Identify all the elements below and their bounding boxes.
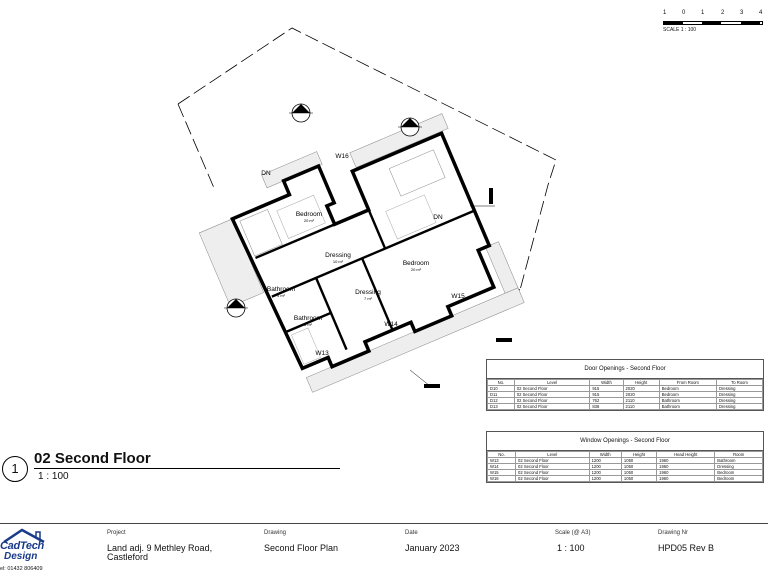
cell: 1200: [588, 475, 622, 482]
date-label: Date: [405, 530, 418, 536]
cell: Bathroom: [658, 403, 717, 410]
scale-number: 4: [759, 10, 763, 16]
section-mark: [489, 188, 493, 204]
room-area: 8 m²: [304, 322, 313, 327]
interior-wall: [367, 209, 387, 250]
drawing-label: Drawing: [264, 530, 287, 536]
roof-eaves-bottom-right: [485, 241, 519, 294]
interior-wall: [255, 223, 336, 260]
window-tag: W16: [335, 153, 349, 160]
room-label: Dressing: [325, 252, 351, 259]
scale-number: 0: [682, 10, 686, 16]
company-phone: el: 01432 806409: [0, 566, 43, 572]
window-schedule: Window Openings - Second Floor No. Level…: [486, 431, 764, 483]
elevation-marker: [289, 103, 313, 123]
cell: 02 Second Floor: [515, 475, 590, 482]
elevation-marker: [398, 117, 422, 137]
cell: D13: [487, 403, 515, 410]
room-area: 7 m²: [364, 296, 373, 301]
door-schedule: Door Openings - Second Floor No. Level W…: [486, 359, 764, 411]
stair-label: DN: [261, 170, 271, 177]
scale-number: 1: [701, 10, 705, 16]
room-area: 10 m²: [333, 259, 344, 264]
stair-label: DN: [433, 214, 443, 221]
project-value-line2: Castleford: [107, 552, 149, 562]
room-label: Bedroom: [403, 260, 429, 267]
project-value-line1: Land adj. 9 Methley Road,: [107, 543, 213, 553]
scale-number: 2: [721, 10, 725, 16]
interior-wall: [286, 311, 332, 333]
cell: 1960: [656, 475, 716, 482]
interior-wall: [271, 209, 475, 298]
date-value: January 2023: [405, 543, 460, 553]
view-number: 1: [2, 456, 28, 482]
project-label: Project: [107, 530, 126, 536]
scale-bar: 1 0 1 2 3 4 SCALE 1 : 100: [663, 10, 763, 34]
outer-wall: [230, 131, 497, 371]
drawing-number-value: HPD05 Rev B: [658, 543, 715, 553]
scale-bar-graphic: [663, 21, 763, 25]
scale-label: SCALE 1 : 100: [663, 27, 697, 33]
door-schedule-table: No. Level Width Height From Room To Room…: [487, 379, 764, 410]
room-area: 4 m²: [277, 293, 286, 298]
view-title: 02 Second Floor: [34, 450, 151, 467]
scale-value-tb: 1 : 100: [557, 543, 585, 553]
window-schedule-table: No. Level Width Height Head Height Room …: [486, 451, 763, 482]
window-tag: W13: [315, 350, 329, 357]
scale-number: 3: [740, 10, 744, 16]
window-schedule-title: Window Openings - Second Floor: [487, 432, 763, 451]
company-logo: CadTech Design: [0, 528, 62, 564]
bed: [385, 194, 437, 240]
logo-text-line1: CadTech: [0, 540, 44, 552]
roof-eaves-bottom: [305, 287, 525, 393]
view-scale: 1 : 100: [38, 471, 69, 482]
elevation-marker: [224, 298, 248, 318]
cell: W16: [486, 475, 517, 482]
floor-plan-drawing: Bedroom 20 m² Dressing 10 m² Bedroom 20 …: [177, 27, 557, 393]
room-label: Bedroom: [296, 211, 322, 218]
window-tag: W15: [451, 293, 465, 300]
scale-label-tb: Scale (@ A3): [555, 530, 591, 536]
room-area: 20 m²: [411, 267, 422, 272]
room-label: Dressing: [355, 289, 381, 296]
interior-wall: [360, 257, 394, 331]
section-mark: [424, 384, 440, 388]
table-header-row: No. Level Width Height Head Height Room: [486, 451, 763, 458]
bath: [291, 327, 321, 365]
scale-number: 1: [663, 10, 667, 16]
cell: 838: [589, 403, 624, 410]
house-roof-icon: [3, 528, 45, 544]
roof-eaves-right: [349, 113, 449, 168]
section-line: [409, 369, 431, 387]
drawing-value: Second Floor Plan: [264, 543, 339, 553]
cell: Dressing: [715, 403, 764, 410]
cell: 1050: [620, 475, 658, 482]
stair: [388, 149, 446, 197]
cell: Bedroom: [714, 475, 763, 482]
cell: 2110: [622, 403, 660, 410]
window-tag: W14: [384, 321, 398, 328]
room-label: Bathroom: [267, 286, 295, 293]
section-mark: [496, 338, 512, 342]
site-boundary-left: [177, 103, 215, 189]
cell: 02 Second Floor: [513, 403, 591, 410]
bed: [276, 194, 326, 239]
room-area: 20 m²: [304, 218, 315, 223]
stair: [239, 209, 283, 257]
room-label: Bathroom: [294, 315, 322, 322]
view-title-underline: [34, 468, 340, 469]
logo-text-line2: Design: [4, 551, 38, 562]
title-block-divider: [0, 523, 768, 524]
door-schedule-title: Door Openings - Second Floor: [487, 360, 763, 379]
site-boundary: [177, 27, 557, 291]
drawing-number-label: Drawing Nr: [658, 530, 689, 536]
